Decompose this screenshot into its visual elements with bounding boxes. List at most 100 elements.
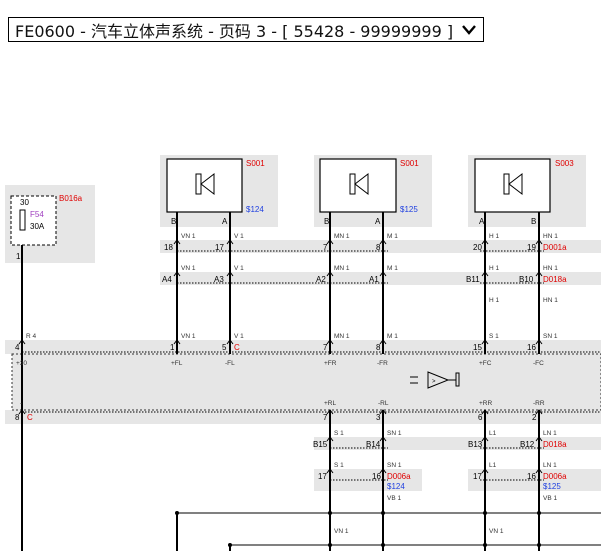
wire-label: VN 1 bbox=[181, 265, 196, 272]
connector-pin: 16 bbox=[372, 472, 381, 481]
speaker-3-pin-left: A bbox=[479, 217, 485, 226]
speaker-1[interactable] bbox=[166, 158, 243, 213]
fuse-box[interactable] bbox=[10, 195, 57, 246]
speaker-1-box bbox=[166, 158, 243, 213]
wire-label: M 1 bbox=[387, 333, 398, 340]
connector-d006a: D006a bbox=[543, 472, 567, 481]
module-function-label: +RR bbox=[479, 400, 492, 407]
module-function-label: - bbox=[20, 400, 22, 407]
fuse-name: F54 bbox=[30, 210, 44, 219]
speaker-2-box bbox=[319, 158, 397, 213]
wire-label: M 1 bbox=[387, 233, 398, 240]
connector-pin: A1 bbox=[369, 275, 379, 284]
wire-label: LN 1 bbox=[543, 430, 557, 437]
module-pin: 6 bbox=[478, 413, 483, 422]
speaker-1-pin-left: B bbox=[171, 217, 176, 226]
module-function-label: -FL bbox=[225, 360, 235, 367]
ground-lines bbox=[177, 512, 601, 546]
fuse-rating: 30A bbox=[30, 222, 45, 231]
wire-label: SN 1 bbox=[387, 462, 402, 469]
connector-d006a-band-1 bbox=[314, 469, 422, 491]
wire-label: H 1 bbox=[489, 233, 500, 240]
connector-pin: B12 bbox=[520, 440, 535, 449]
page-selector-dropdown[interactable]: FE0600 - 汽车立体声系统 - 页码 3 - [ 55428 - 9999… bbox=[8, 17, 485, 42]
module-connector-c: C bbox=[234, 343, 240, 352]
connector-d001a: D001a bbox=[543, 243, 567, 252]
wire-label: VB 1 bbox=[387, 495, 401, 502]
fuse-icon bbox=[19, 209, 26, 231]
wire-label: S 1 bbox=[489, 333, 499, 340]
module-pin: 8 bbox=[376, 343, 381, 352]
connector-d018a: D018a bbox=[543, 275, 567, 284]
connector-pin: 17 bbox=[318, 472, 327, 481]
amplifier-module bbox=[12, 354, 601, 410]
wire-label: S 1 bbox=[334, 462, 344, 469]
wire-label: H 1 bbox=[489, 265, 500, 272]
connector-d006a: D006a bbox=[387, 472, 411, 481]
fuse-box-outline bbox=[10, 195, 57, 246]
module-pin: 15 bbox=[473, 343, 482, 352]
wire-label: HN 1 bbox=[543, 297, 558, 304]
speaker-icon bbox=[195, 172, 215, 196]
module-pin: 7 bbox=[323, 343, 328, 352]
connector-pin: A2 bbox=[316, 275, 326, 284]
connector-pin: B14 bbox=[366, 440, 381, 449]
module-pin: 1 bbox=[170, 343, 175, 352]
wire-label: SN 1 bbox=[387, 430, 402, 437]
connector-pin: 19 bbox=[527, 243, 536, 252]
amplifier-icon: > bbox=[410, 371, 460, 389]
module-pin: 4 bbox=[15, 343, 20, 352]
speaker-2-pin-left: B bbox=[324, 217, 329, 226]
connector-pin: 17 bbox=[473, 472, 482, 481]
speaker-icon bbox=[503, 172, 523, 196]
wire-label: R 4 bbox=[26, 333, 37, 340]
module-pin: 16 bbox=[527, 343, 536, 352]
chevron-down-icon[interactable] bbox=[461, 24, 477, 36]
fuse-box-ref: B016a bbox=[59, 194, 83, 203]
connector-pin: B10 bbox=[519, 275, 534, 284]
wire-label: HN 1 bbox=[543, 233, 558, 240]
module-function-label: -RL bbox=[378, 400, 389, 407]
speaker-1-ref2: $124 bbox=[246, 205, 264, 214]
speaker-3-box bbox=[474, 158, 551, 213]
wire-label: V 1 bbox=[234, 333, 244, 340]
connector-pin: 7 bbox=[323, 243, 328, 252]
wire-label: MN 1 bbox=[334, 265, 350, 272]
wire-label: V 1 bbox=[234, 265, 244, 272]
connector-d018a-band bbox=[160, 272, 601, 285]
speaker-icon bbox=[349, 172, 369, 196]
speaker-2-ref: S001 bbox=[400, 159, 419, 168]
wire-label: LN 1 bbox=[543, 462, 557, 469]
speaker-3-pin-right: B bbox=[531, 217, 536, 226]
wire-label: H 1 bbox=[489, 297, 500, 304]
connector-pin: 8 bbox=[376, 243, 381, 252]
connector-d018a: D018a bbox=[543, 440, 567, 449]
wire-label: VN 1 bbox=[489, 528, 504, 535]
module-function-label: +RL bbox=[324, 400, 336, 407]
wire-label: HN 1 bbox=[543, 265, 558, 272]
connector-pin: 18 bbox=[164, 243, 173, 252]
connector-d001a-band bbox=[160, 240, 601, 253]
speaker-3[interactable] bbox=[474, 158, 551, 213]
connector-pin: B13 bbox=[468, 440, 483, 449]
wire-label: MN 1 bbox=[334, 233, 350, 240]
wire-label: VB 1 bbox=[543, 495, 557, 502]
module-function-label: +FR bbox=[324, 360, 337, 367]
wire-label: L1 bbox=[489, 430, 497, 437]
connector-pin: B11 bbox=[466, 275, 480, 284]
module-function-label: -RR bbox=[533, 400, 545, 407]
module-pin: 7 bbox=[323, 413, 328, 422]
module-pin: 2 bbox=[532, 413, 537, 422]
speaker-2[interactable] bbox=[319, 158, 397, 213]
module-function-label: +FL bbox=[171, 360, 183, 367]
module-connector-c: C bbox=[27, 413, 33, 422]
speaker-2-ref2: $125 bbox=[400, 205, 418, 214]
dashed-connector-lines bbox=[22, 250, 601, 481]
speaker-1-ref: S001 bbox=[246, 159, 265, 168]
wire-label: L1 bbox=[489, 462, 497, 469]
wire-label: M 1 bbox=[387, 265, 398, 272]
module-function-label: -FR bbox=[377, 360, 388, 367]
connector-chevrons bbox=[18, 239, 543, 474]
connector-pin: A3 bbox=[214, 275, 224, 284]
